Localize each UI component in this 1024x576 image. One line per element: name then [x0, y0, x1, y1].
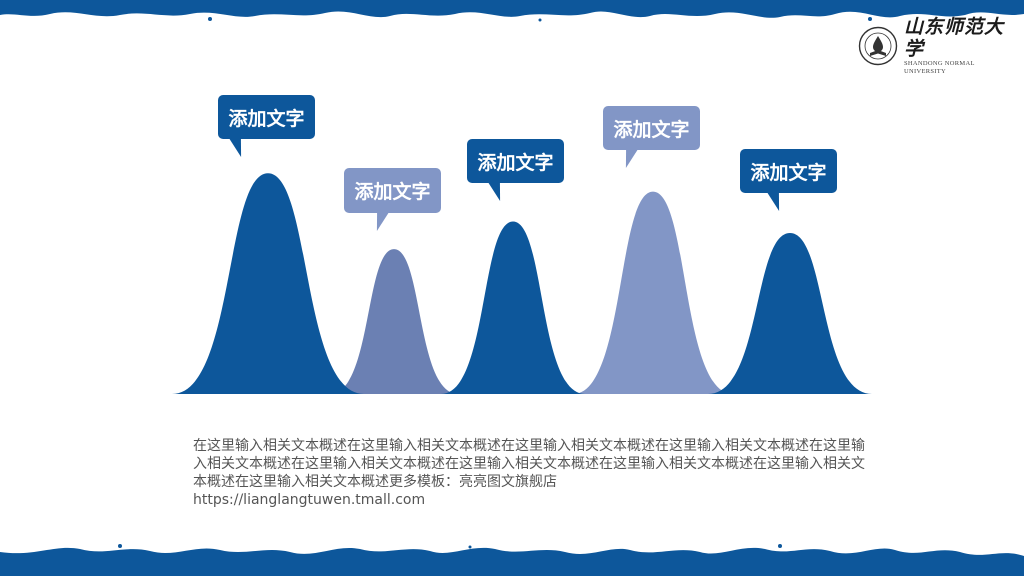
university-name-en: SHANDONG NORMAL UNIVERSITY — [904, 60, 975, 75]
callout-4-label: 添加文字 — [613, 118, 690, 141]
callout-1-label: 添加文字 — [228, 107, 305, 130]
university-name-cn: 山东师范大学 — [904, 16, 1005, 60]
source-url: https://lianglangtuwen.tmall.com — [193, 492, 426, 508]
university-logo: 山东师范大学 SHANDONG NORMAL UNIVERSITY — [858, 16, 1018, 75]
university-seal-icon — [858, 26, 898, 66]
callout-5-label: 添加文字 — [750, 161, 827, 184]
callout-2-label: 添加文字 — [354, 181, 431, 203]
peak-4 — [573, 191, 733, 394]
callout-1: 添加文字 — [218, 95, 315, 139]
peak-1 — [172, 173, 364, 394]
callout-5: 添加文字 — [740, 149, 837, 193]
callout-3-label: 添加文字 — [477, 151, 554, 174]
callout-4: 添加文字 — [603, 106, 700, 150]
callout-2: 添加文字 — [344, 168, 441, 213]
description-text: 在这里输入相关文本概述在这里输入相关文本概述在这里输入相关文本概述在这里输入相关… — [193, 438, 865, 490]
peak-5 — [708, 233, 872, 394]
callout-3: 添加文字 — [467, 139, 564, 183]
top-ink-border — [0, 0, 1024, 22]
peak-chart — [172, 173, 872, 394]
peak-2 — [330, 249, 458, 394]
bottom-ink-border — [0, 544, 1024, 576]
peak-3 — [441, 221, 585, 394]
